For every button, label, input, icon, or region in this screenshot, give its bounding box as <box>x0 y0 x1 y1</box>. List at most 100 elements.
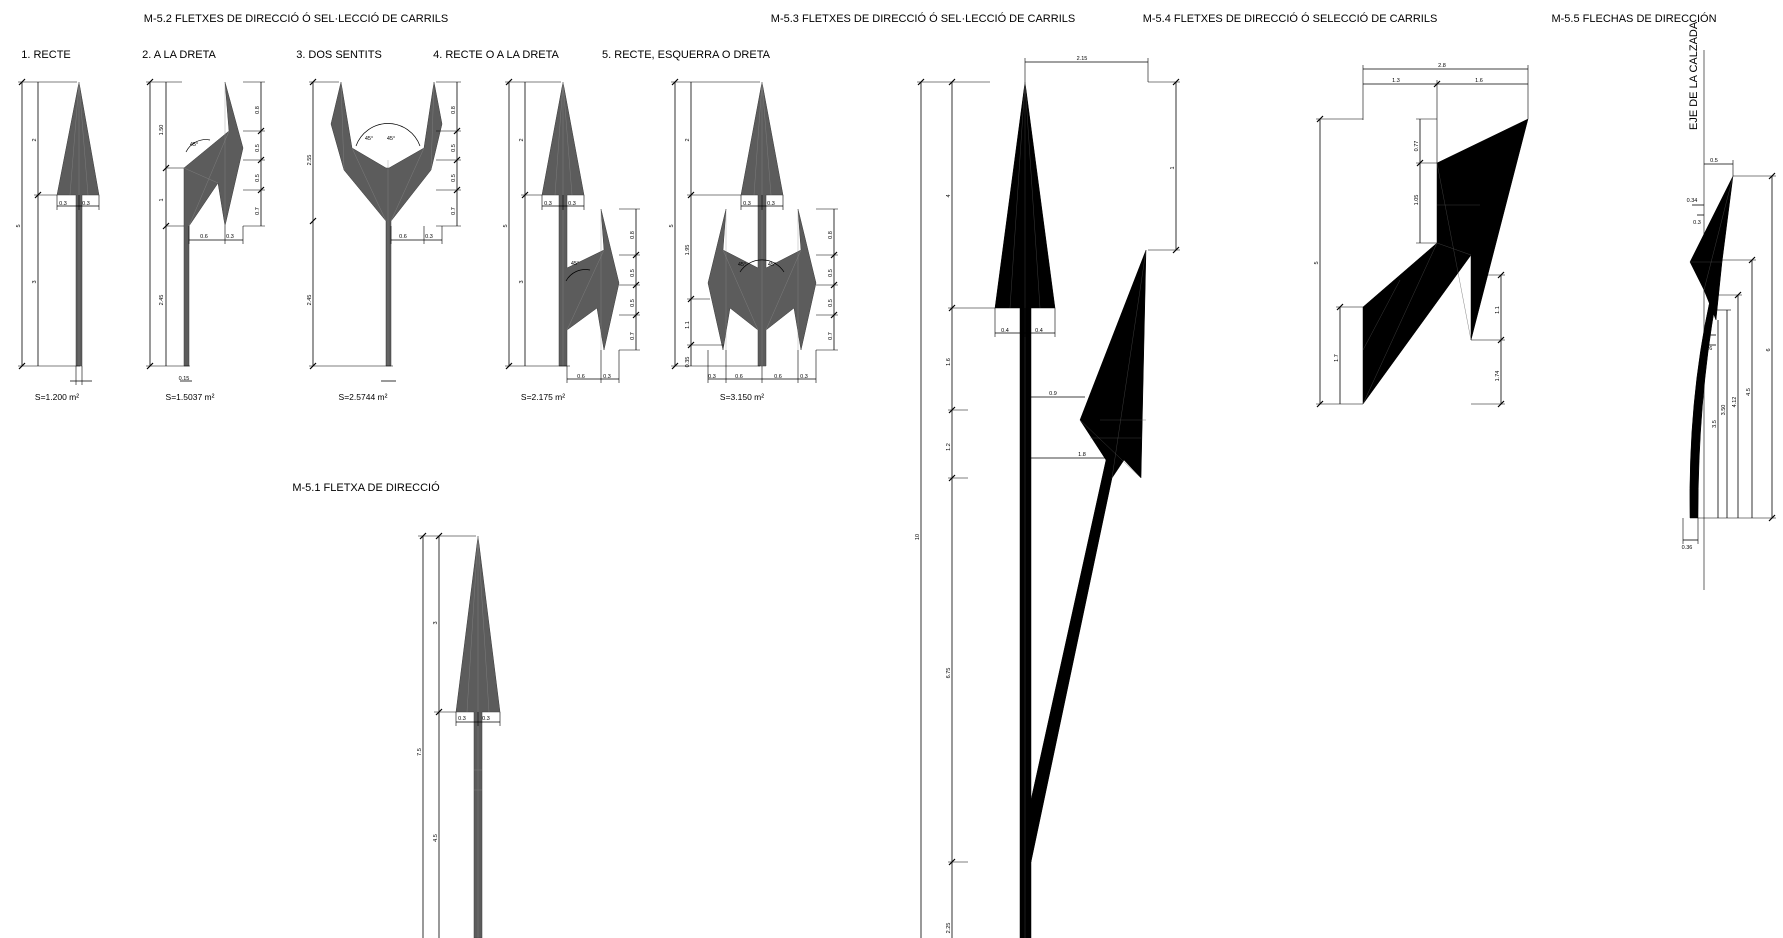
arrow-recte: 5 2 3 0.3 0.3 <box>16 78 100 385</box>
dim-total: 5 <box>16 224 22 227</box>
arrow-recte-o-dreta: 45° 5 2 3 0.3 0.3 0.8 0.5 <box>503 78 640 383</box>
dim-low: 2.45 <box>307 295 313 306</box>
dim-r4: 0.7 <box>630 332 636 340</box>
dim-base: 0.15 <box>179 376 190 382</box>
dim-r1: 0.8 <box>630 231 636 239</box>
dim-r1: 0.8 <box>828 231 834 239</box>
dim-h1: 0.77 <box>1414 141 1420 152</box>
label-recte: 1. RECTE <box>21 49 71 61</box>
dim-angle: 45° <box>190 142 198 148</box>
title-m54: M-5.4 FLETXES DE DIRECCIÓ Ó SELECCIÓ DE … <box>1143 12 1438 25</box>
dim-a: 1.3 <box>1392 78 1400 84</box>
dim-v2: 3.50 <box>1721 405 1727 416</box>
title-m53: M-5.3 FLETXES DE DIRECCIÓ Ó SEL·LECCIÓ D… <box>771 12 1075 25</box>
dim-v1: 3.5 <box>1712 420 1718 428</box>
dim-b: 1.6 <box>1475 78 1483 84</box>
dim-head: 2 <box>519 138 525 141</box>
m54-group: 2.8 1.3 1.6 0.77 1.05 5 1.7 1.1 1.74 <box>1314 63 1529 408</box>
dim-b3: 0.6 <box>774 374 782 380</box>
dim-shaft: 3 <box>32 280 38 283</box>
dim-head: 4 <box>946 194 952 197</box>
dim-r2: 0.5 <box>828 269 834 277</box>
dim-r4: 0.7 <box>451 207 457 215</box>
dim-half-right: 0.3 <box>82 201 90 207</box>
dim-s3: 6.75 <box>946 668 952 679</box>
title-m51: M-5.1 FLETXA DE DIRECCIÓ <box>292 481 440 494</box>
dim-half-right: 0.3 <box>767 201 775 207</box>
dim-r1: 0.8 <box>451 106 457 114</box>
dim-top: 2.55 <box>307 155 313 166</box>
dim-half-right: 0.3 <box>568 201 576 207</box>
dim-low: 1.1 <box>685 321 691 329</box>
dim-total: 10 <box>915 534 921 540</box>
dim-top: 2.15 <box>1077 56 1088 62</box>
dim-o1: 0.9 <box>1049 391 1057 397</box>
dim-s4: 2.25 <box>946 923 952 934</box>
dim-w1: 0.6 <box>200 234 208 240</box>
dim-h4: 1.7 <box>1334 354 1340 362</box>
dim-w2: 0.3 <box>226 234 234 240</box>
dim-b: 0.3 <box>1693 220 1701 226</box>
dim-total: 5 <box>503 224 509 227</box>
dim-r2: 1.74 <box>1495 371 1501 382</box>
title-m55: M-5.5 FLECHAS DE DIRECCIÓN <box>1551 12 1716 25</box>
dim-angle-left: 45° <box>365 136 373 142</box>
m53-group: 2.15 1 4 1.6 1.2 10 6.75 2.25 0.4 0.4 0.… <box>915 56 1180 938</box>
area-a-la-dreta: S=1.5037 m² <box>166 392 215 402</box>
dim-r2: 0.5 <box>451 144 457 152</box>
dim-r2: 0.5 <box>630 269 636 277</box>
dim-v5: 6 <box>1766 348 1772 351</box>
dim-h3: 5 <box>1314 261 1320 264</box>
dim-half-left: 0.3 <box>458 716 466 722</box>
dim-b1: 0.3 <box>708 374 716 380</box>
dim-mid: 1 <box>159 198 165 201</box>
dim-right: 1 <box>1170 166 1176 169</box>
axis-label: EJE DE LA CALZADA <box>1688 21 1700 130</box>
dim-r3: 0.5 <box>255 174 261 182</box>
label-recte-o-dreta: 4. RECTE O A LA DRETA <box>433 49 559 61</box>
label-a-la-dreta: 2. A LA DRETA <box>142 49 216 61</box>
dim-base: 0.35 <box>685 357 691 368</box>
dim-shaft: 4.5 <box>433 834 439 842</box>
m52-group: 1. RECTE 2. A LA DRETA 3. DOS SENTITS 4.… <box>16 49 838 402</box>
arrow-recte-esquerra-dreta: 45° 45° 5 2 1.95 1.1 0.35 <box>669 78 838 383</box>
dim-w1: 0.6 <box>399 234 407 240</box>
dim-h2: 1.05 <box>1414 195 1420 206</box>
title-m52: M-5.2 FLETXES DE DIRECCIÓ Ó SEL·LECCIÓ D… <box>144 12 448 25</box>
dim-half-left: 0.3 <box>743 201 751 207</box>
m55-group: EJE DE LA CALZADA 0.5 0.34 0.3 0.26 0.36… <box>1682 21 1776 590</box>
dim-hw-left: 0.4 <box>1001 328 1009 334</box>
dim-r4: 0.7 <box>255 207 261 215</box>
dim-r3: 0.5 <box>451 174 457 182</box>
dim-v4: 4.5 <box>1746 388 1752 396</box>
m51-group: 7.5 3 4.5 0.3 0.3 <box>417 532 501 938</box>
dim-half-left: 0.3 <box>544 201 552 207</box>
area-recte-o-dreta: S=2.175 m² <box>521 392 565 402</box>
arrow-a-la-dreta: 45° 1.50 1 2.45 0.8 0.5 0.5 0.7 0 <box>146 78 265 382</box>
dim-b2: 0.6 <box>735 374 743 380</box>
dim-angle: 45° <box>571 261 579 267</box>
dim-total: 2.8 <box>1438 63 1446 69</box>
dim-low: 2.45 <box>159 295 165 306</box>
dim-angle-right: 45° <box>387 136 395 142</box>
dim-r3: 0.5 <box>630 299 636 307</box>
dim-v3: 4.12 <box>1732 397 1738 408</box>
area-recte: S=1.200 m² <box>35 392 79 402</box>
dim-d: 0.36 <box>1682 545 1693 551</box>
dim-total: 7.5 <box>417 748 423 756</box>
dim-head: 2 <box>32 138 38 141</box>
dim-hw-right: 0.4 <box>1035 328 1043 334</box>
dim-half-right: 0.3 <box>482 716 490 722</box>
dim-r1: 0.8 <box>255 106 261 114</box>
dim-head: 3 <box>433 621 439 624</box>
dim-angle-right: 45° <box>768 262 776 268</box>
area-dos-sentits: S=2.5744 m² <box>339 392 388 402</box>
dim-r3: 0.5 <box>828 299 834 307</box>
dim-mid: 1.95 <box>685 245 691 256</box>
dim-shaft: 3 <box>519 280 525 283</box>
dim-w: 0.5 <box>1710 158 1718 164</box>
dim-b4: 0.3 <box>800 374 808 380</box>
dim-s1: 1.6 <box>946 358 952 366</box>
label-dos-sentits: 3. DOS SENTITS <box>296 49 382 61</box>
dim-w1: 0.6 <box>577 374 585 380</box>
